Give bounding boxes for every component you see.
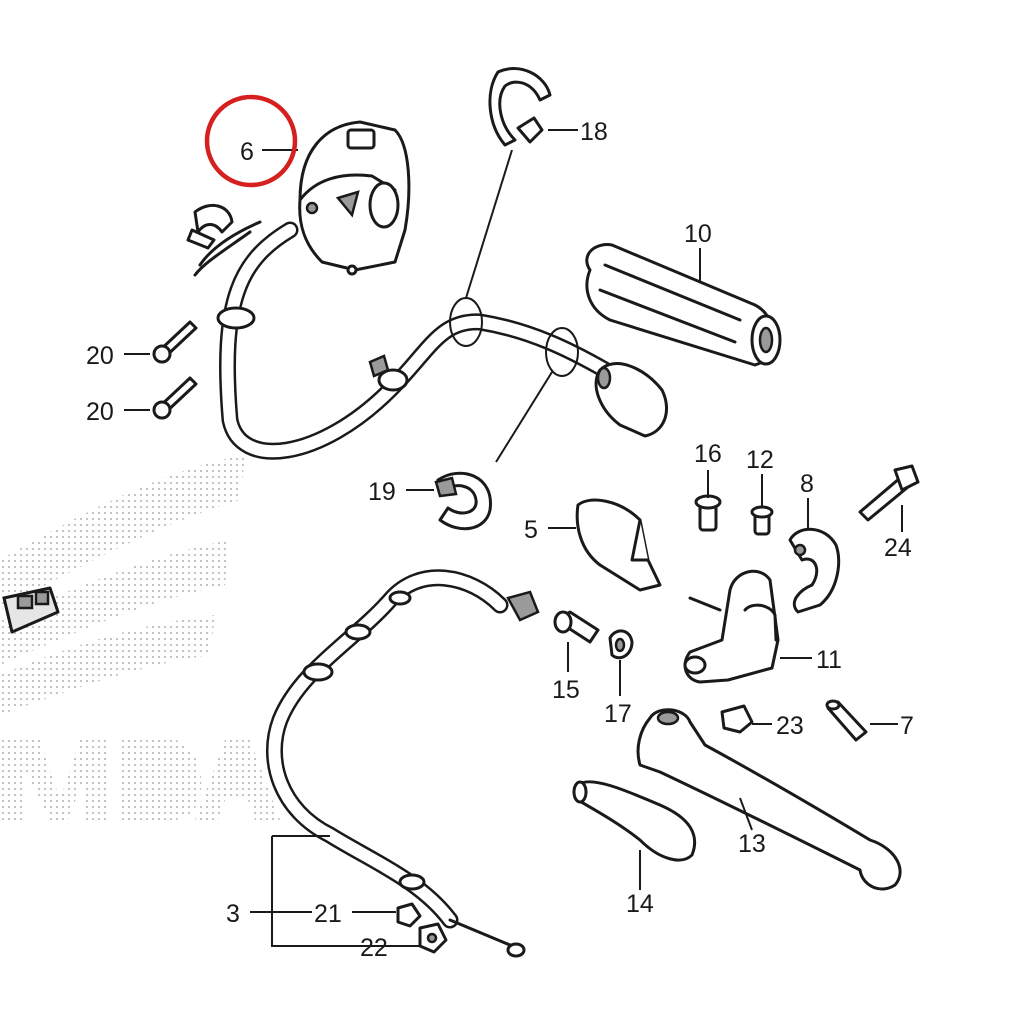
callout-3: 3 xyxy=(226,900,240,928)
wiring-clip xyxy=(186,203,234,250)
bolt-part-24[interactable] xyxy=(858,464,920,522)
callout-14: 14 xyxy=(626,890,654,918)
nut-part-17[interactable] xyxy=(608,629,634,660)
lever-part-13[interactable] xyxy=(636,708,902,891)
callout-24: 24 xyxy=(884,534,912,562)
cable-part-3[interactable] xyxy=(265,569,540,958)
screw-20-lower[interactable] xyxy=(152,376,198,420)
left-edge-connector xyxy=(2,586,60,634)
callout-5: 5 xyxy=(524,516,538,544)
leader-loops xyxy=(449,149,579,463)
callout-21: 21 xyxy=(314,900,342,928)
nut-part-21[interactable] xyxy=(396,902,422,928)
cover-part-5[interactable] xyxy=(575,498,662,592)
bolt-part-12[interactable] xyxy=(750,505,774,536)
callout-10: 10 xyxy=(684,220,712,248)
callout-20-lower: 20 xyxy=(86,398,114,426)
callout-23: 23 xyxy=(776,712,804,740)
nut-part-22[interactable] xyxy=(418,922,448,954)
callout-leaders xyxy=(124,129,903,947)
grip-part-10[interactable] xyxy=(585,243,782,367)
nut-part-23[interactable] xyxy=(720,704,754,734)
callout-15: 15 xyxy=(552,676,580,704)
callout-18: 18 xyxy=(580,118,608,146)
callout-13: 13 xyxy=(738,830,766,858)
callout-11: 11 xyxy=(816,646,842,674)
boot-part-14[interactable] xyxy=(572,780,697,862)
callout-6: 6 xyxy=(240,138,254,166)
callout-20-upper: 20 xyxy=(86,342,114,370)
callout-7: 7 xyxy=(900,712,914,740)
highlight-circle xyxy=(204,94,298,188)
callout-16: 16 xyxy=(694,440,722,468)
holder-part-8[interactable] xyxy=(788,527,841,614)
bar-end-weight xyxy=(594,362,668,438)
callout-17: 17 xyxy=(604,700,632,728)
callout-22: 22 xyxy=(360,934,388,962)
callout-19: 19 xyxy=(368,478,396,506)
callout-12: 12 xyxy=(746,446,774,474)
pin-part-7[interactable] xyxy=(825,699,868,742)
cable-holder-part-18[interactable] xyxy=(488,67,552,147)
adjuster-part-15[interactable] xyxy=(553,610,600,644)
band-part-19[interactable] xyxy=(434,471,492,531)
bolt-part-16[interactable] xyxy=(694,494,722,532)
screw-20-upper[interactable] xyxy=(152,320,198,364)
callout-8: 8 xyxy=(800,470,814,498)
switch-wiring-harness xyxy=(193,220,614,460)
switch-housing-part-6[interactable] xyxy=(298,120,411,276)
watermark-logo xyxy=(0,455,280,820)
lever-bracket-part-11[interactable] xyxy=(683,569,780,684)
